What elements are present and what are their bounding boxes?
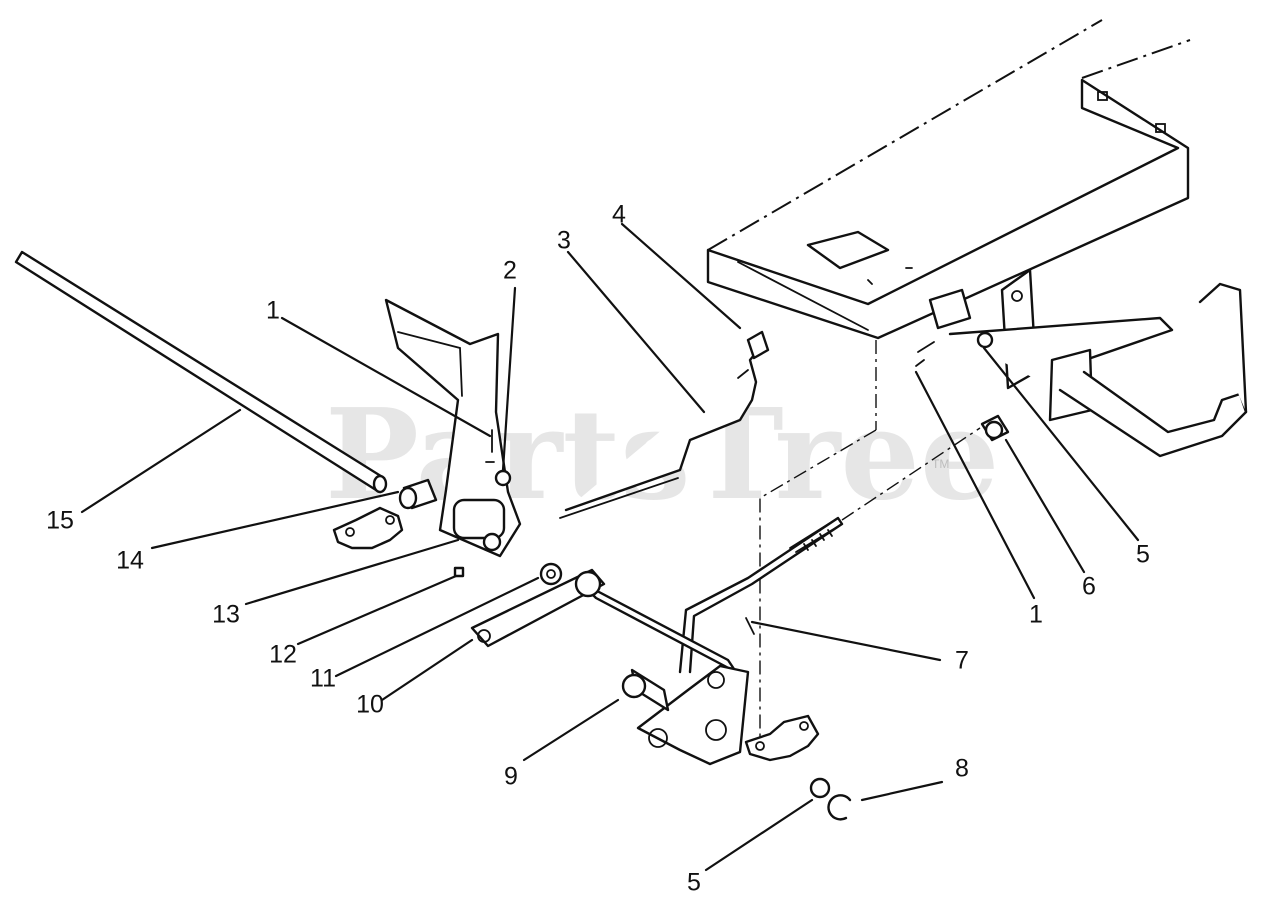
cross-shaft-assembly [470,568,750,766]
callout-8: 8 [955,755,969,783]
callout-15: 15 [46,507,74,535]
control-rod-3 [559,330,770,519]
callouts: 15 14 13 12 11 10 1 2 3 4 9 7 8 5 1 6 5 [46,201,1150,897]
callout-13: 13 [212,601,240,629]
callout-3: 3 [557,227,571,255]
callout-14: 14 [116,547,144,575]
leader-lines [80,222,1140,872]
callout-9: 9 [504,763,518,791]
clamp-strap-left [332,506,404,550]
callout-7: 7 [955,647,969,675]
callout-2: 2 [503,257,517,285]
hardware [453,429,852,821]
bushing-14 [398,478,438,510]
clamp-strap-right [744,714,820,762]
washer-11 [539,562,563,586]
callout-5-right: 5 [1136,541,1150,569]
long-shaft-15 [14,250,386,492]
pedal-arm [384,298,522,558]
callout-11: 11 [310,665,336,693]
callout-12: 12 [269,641,297,669]
callout-10: 10 [356,691,384,719]
callout-5-lower: 5 [687,869,701,897]
threaded-rod [678,427,981,674]
callout-1-upper: 1 [266,297,280,325]
callout-6: 6 [1082,573,1096,601]
callout-4: 4 [612,201,626,229]
callout-1-right: 1 [1029,601,1043,629]
pivot-shaft-assembly [915,268,1248,458]
watermark-trademark: TM [932,457,949,471]
bushing-6 [980,414,1010,442]
frame-panel [706,19,1191,740]
